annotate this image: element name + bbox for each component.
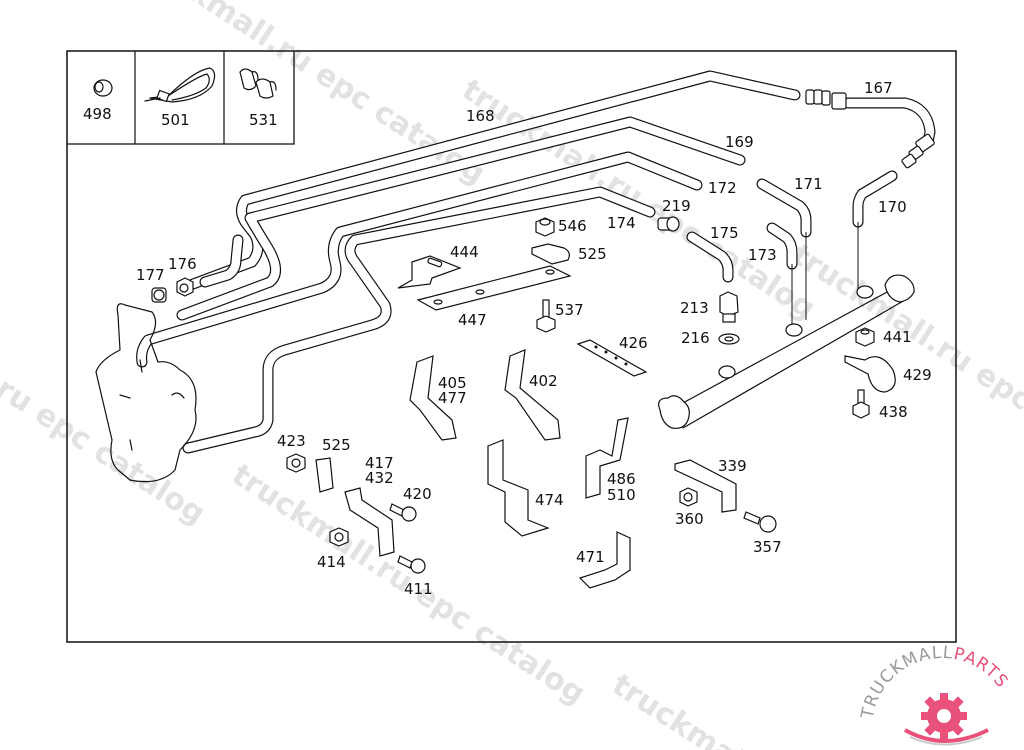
callout-546[interactable]: 546	[558, 217, 587, 235]
clip-525-icon	[531, 243, 570, 265]
truckmallparts-logo: TRUCKMALLPARTS	[857, 643, 1012, 746]
callout-357[interactable]: 357	[753, 538, 782, 556]
callout-labels: 167 168 169 170 171 172 173 174 175 176 …	[136, 79, 932, 598]
callout-219[interactable]: 219	[662, 197, 691, 215]
callout-525[interactable]: 525	[578, 245, 607, 263]
nut-176-icon	[176, 277, 194, 297]
washer-216-icon	[718, 333, 740, 345]
callout-174[interactable]: 174	[607, 214, 636, 232]
callout-432[interactable]: 432	[365, 469, 394, 487]
callout-213[interactable]: 213	[680, 299, 709, 317]
callout-411[interactable]: 411	[404, 580, 433, 598]
hose-clamp-icon	[239, 68, 277, 99]
nut-441-icon	[855, 327, 875, 347]
callout-441[interactable]: 441	[883, 328, 912, 346]
bolt-357-icon	[743, 511, 777, 533]
strip-447-icon	[416, 265, 572, 311]
callout-169[interactable]: 169	[725, 133, 754, 151]
clip-525b-icon	[315, 457, 334, 493]
diagram-frame	[66, 50, 957, 643]
callout-474[interactable]: 474	[535, 491, 564, 509]
fuel-distribution-rail	[658, 274, 915, 429]
callout-172[interactable]: 172	[708, 179, 737, 197]
callout-420[interactable]: 420	[403, 485, 432, 503]
callout-510[interactable]: 510	[607, 486, 636, 504]
callout-175[interactable]: 175	[710, 224, 739, 242]
callout-486[interactable]: 486	[607, 470, 636, 488]
fitting-177-icon	[151, 287, 167, 303]
callout-170[interactable]: 170	[878, 198, 907, 216]
callout-360[interactable]: 360	[675, 510, 704, 528]
callout-444[interactable]: 444	[450, 243, 479, 261]
nut-423-icon	[286, 453, 306, 473]
callout-531[interactable]: 531	[249, 111, 278, 129]
bracket-471-icon	[578, 531, 631, 589]
callout-471[interactable]: 471	[576, 548, 605, 566]
callout-423[interactable]: 423	[277, 432, 306, 450]
bracket-474-icon	[487, 439, 550, 537]
callout-417[interactable]: 417	[365, 454, 394, 472]
callout-402[interactable]: 402	[529, 372, 558, 390]
watermark: truckmall.ru epc catalog	[786, 237, 1024, 491]
callout-525[interactable]: 525	[322, 436, 351, 454]
bracket-402-icon	[504, 349, 561, 441]
bolt-420-icon	[389, 503, 417, 522]
clamp-429-icon	[844, 355, 896, 393]
bolt-537-icon	[536, 299, 556, 333]
callout-537[interactable]: 537	[555, 301, 584, 319]
bracket-417-icon	[344, 487, 395, 557]
bracket-486-icon	[585, 417, 629, 499]
bracket-405-icon	[409, 355, 457, 441]
gear-icon	[921, 693, 967, 739]
callout-168[interactable]: 168	[466, 107, 495, 125]
cable-tie-icon	[144, 67, 216, 103]
grommet-icon	[93, 79, 113, 97]
callout-438[interactable]: 438	[879, 403, 908, 421]
callout-167[interactable]: 167	[864, 79, 893, 97]
callout-426[interactable]: 426	[619, 334, 648, 352]
callout-405[interactable]: 405	[438, 374, 467, 392]
callout-176[interactable]: 176	[168, 255, 197, 273]
nut-414-icon	[329, 527, 349, 547]
nut-546-icon	[535, 217, 555, 237]
callout-216[interactable]: 216	[681, 329, 710, 347]
legend-box: 498 501 531	[67, 51, 295, 145]
fittings	[151, 216, 896, 589]
bolt-438-icon	[852, 389, 870, 419]
bracket-444-icon	[397, 255, 462, 289]
nut-360-icon	[679, 487, 698, 507]
fuel-pump-housing	[95, 303, 197, 483]
fuel-pipes	[136, 70, 936, 454]
callout-498[interactable]: 498	[83, 105, 112, 123]
logo-word-parts: PARTS	[952, 644, 1012, 692]
callout-177[interactable]: 177	[136, 266, 165, 284]
callout-477[interactable]: 477	[438, 389, 467, 407]
callout-429[interactable]: 429	[903, 366, 932, 384]
hose-fitting-167	[805, 89, 935, 169]
bolt-411-icon	[397, 555, 426, 574]
clip-219-icon	[657, 216, 680, 232]
bracket-339-icon	[674, 459, 737, 513]
callout-414[interactable]: 414	[317, 553, 346, 571]
strip-426-icon	[576, 339, 648, 377]
callout-501[interactable]: 501	[161, 111, 190, 129]
callout-173[interactable]: 173	[748, 246, 777, 264]
callout-171[interactable]: 171	[794, 175, 823, 193]
callout-447[interactable]: 447	[458, 311, 487, 329]
union-213-icon	[719, 291, 739, 323]
watermark: truckmall.ru epc catalog	[126, 0, 492, 192]
callout-339[interactable]: 339	[718, 457, 747, 475]
